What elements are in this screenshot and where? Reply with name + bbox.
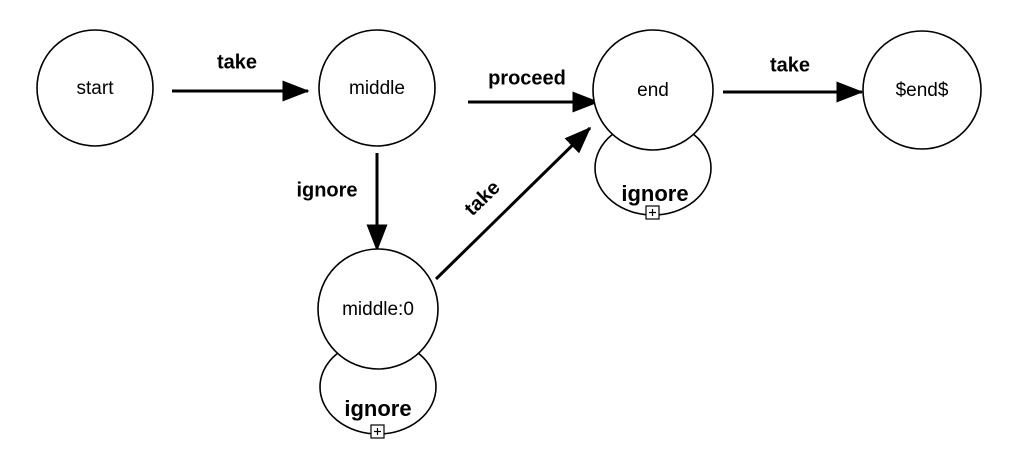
edge-end-to-enddollar[interactable]: take — [723, 54, 864, 103]
node-middle[interactable]: middle — [318, 29, 436, 147]
edge-middle-to-middle0-label: ignore — [296, 179, 357, 201]
node-start-circle — [36, 29, 154, 147]
node-end-circle — [592, 29, 714, 151]
edge-middle0-to-end-label: take — [460, 177, 504, 221]
self-loop-end[interactable]: ignore — [594, 120, 712, 220]
self-loop-middle0-label: ignore — [344, 396, 411, 421]
edge-end-to-enddollar-label: take — [770, 54, 810, 76]
node-start[interactable]: start — [36, 29, 154, 147]
node-middle0-label: middle:0 — [342, 299, 414, 320]
node-end[interactable]: end — [592, 29, 714, 151]
edge-middle0-to-end[interactable]: take — [434, 126, 592, 281]
self-loop-end-label: ignore — [621, 181, 688, 206]
node-middle-label: middle — [349, 78, 405, 99]
edge-middle0-to-end-line — [434, 126, 592, 281]
node-middle0[interactable]: middle:0 — [317, 248, 439, 370]
expander-end[interactable] — [645, 205, 660, 220]
node-end-label: end — [637, 80, 669, 101]
expander-middle0[interactable] — [370, 424, 385, 439]
node-middle-circle — [318, 29, 436, 147]
node-end-dollar-label: $end$ — [896, 80, 949, 101]
edge-middle-to-middle0[interactable]: ignore — [296, 153, 388, 252]
edge-middle-to-end[interactable]: proceed — [468, 67, 600, 113]
node-end-dollar-circle — [862, 30, 982, 150]
edge-start-to-middle[interactable]: take — [172, 51, 310, 102]
edge-middle-to-end-label: proceed — [488, 67, 566, 89]
node-end-dollar[interactable]: $end$ — [862, 30, 982, 150]
node-start-label: start — [77, 78, 115, 99]
edge-start-to-middle-label: take — [217, 51, 257, 73]
node-middle0-circle — [317, 248, 439, 370]
